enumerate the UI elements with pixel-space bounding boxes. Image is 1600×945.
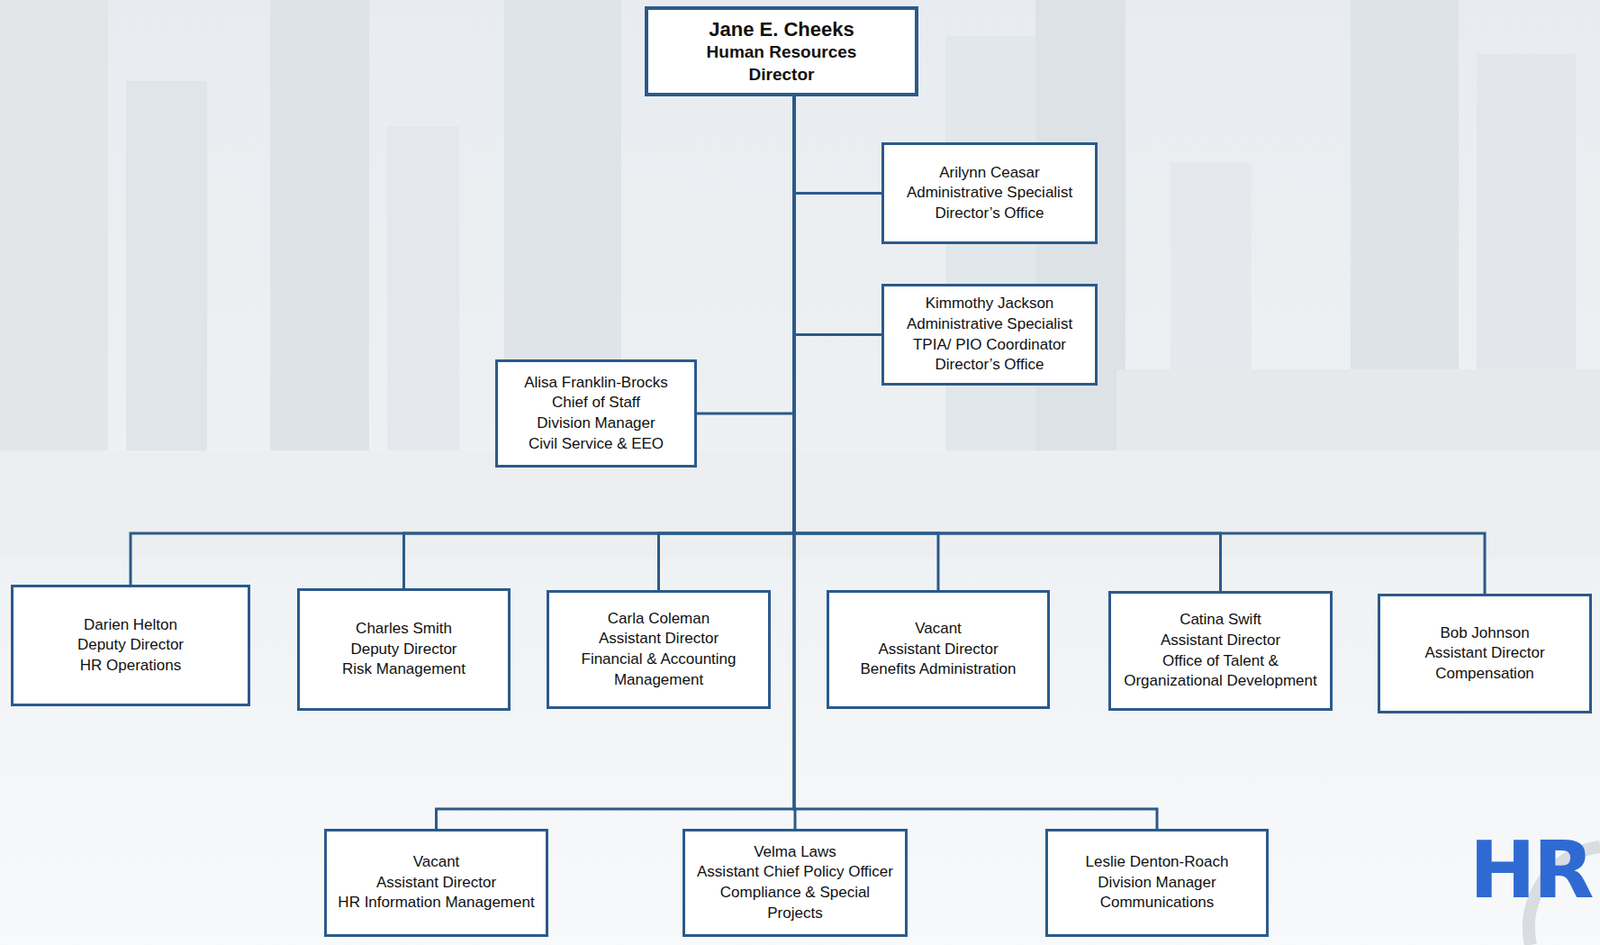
position-title: Division Manager (536, 413, 655, 434)
reporting-line (794, 96, 882, 335)
person-name: Velma Laws (753, 841, 837, 863)
position-box: Darien HeltonDeputy DirectorHR Operation… (10, 584, 251, 706)
position-title: Civil Service & EEO (528, 433, 664, 455)
position-title: Assistant Director (1424, 642, 1545, 664)
position-title: HR Information Management (337, 892, 534, 913)
position-title: Assistant Chief Policy Officer (696, 861, 894, 883)
position-box: Leslie Denton-RoachDivision ManagerCommu… (1045, 828, 1269, 937)
reporting-line (696, 96, 795, 414)
person-name: Leslie Denton-Roach (1085, 851, 1230, 873)
position-title: Human Resources Director (696, 41, 868, 86)
position-box: Kimmothy JacksonAdministrative Specialis… (881, 283, 1098, 386)
position-box: Alisa Franklin-BrocksChief of StaffDivis… (495, 359, 697, 468)
position-title: Deputy Director (350, 639, 457, 660)
position-box: Bob JohnsonAssistant DirectorCompensatio… (1377, 593, 1592, 714)
position-title: Director’s Office (935, 354, 1045, 376)
person-name: Vacant (413, 851, 461, 873)
reporting-line (436, 96, 796, 829)
position-box: Carla ColemanAssistant DirectorFinancial… (546, 589, 771, 709)
position-title: TPIA/ PIO Coordinator (912, 334, 1067, 356)
position-box: VacantAssistant DirectorHR Information M… (324, 828, 549, 937)
position-title: Assistant Director (376, 872, 497, 894)
position-title: Director’s Office (935, 203, 1045, 225)
position-box: Arilynn CeasarAdministrative SpecialistD… (881, 142, 1098, 245)
building (270, 0, 370, 505)
building (126, 81, 208, 478)
position-box: Charles SmithDeputy DirectorRisk Managem… (297, 587, 511, 711)
position-title: Compliance & Special Projects (694, 882, 896, 923)
person-name: Kimmothy Jackson (925, 293, 1055, 315)
position-title: Administrative Specialist (906, 182, 1073, 204)
position-title: Compensation (1435, 663, 1535, 685)
position-title: Communications (1100, 892, 1215, 913)
position-title: Division Manager (1097, 872, 1216, 894)
position-title: Financial & Accounting Management (558, 649, 760, 690)
position-box: Velma LawsAssistant Chief Policy Officer… (682, 828, 908, 937)
reporting-line (794, 96, 1158, 829)
reporting-line (794, 96, 1485, 594)
position-title: HR Operations (80, 655, 181, 677)
person-name: Arilynn Ceasar (939, 162, 1040, 184)
reporting-line (659, 96, 796, 590)
building (945, 36, 1045, 505)
person-name: Darien Helton (83, 614, 178, 636)
reporting-line (794, 96, 1221, 591)
reporting-line (794, 96, 882, 194)
position-box: Catina SwiftAssistant DirectorOffice of … (1108, 590, 1333, 711)
position-title: Deputy Director (77, 634, 184, 656)
position-title: Assistant Director (877, 639, 998, 660)
position-box: VacantAssistant DirectorBenefits Adminis… (826, 589, 1050, 709)
position-title: Assistant Director (1160, 630, 1281, 651)
position-title: Assistant Director (598, 628, 719, 650)
person-name: Bob Johnson (1439, 623, 1529, 644)
highway-band (0, 450, 1600, 559)
position-title: Risk Management (342, 659, 466, 680)
building (0, 0, 109, 469)
reporting-line (404, 96, 796, 588)
person-name: Charles Smith (355, 618, 452, 640)
person-name: Jane E. Cheeks (708, 17, 854, 43)
position-title: Administrative Specialist (906, 314, 1073, 335)
position-title: Office of Talent & Organizational Develo… (1120, 650, 1321, 692)
building (1035, 0, 1126, 505)
logo-text: HR (1469, 830, 1591, 910)
position-title: Chief of Staff (551, 392, 641, 414)
person-name: Vacant (914, 618, 962, 640)
person-name: Alisa Franklin-Brocks (524, 372, 669, 394)
reporting-line (130, 96, 795, 585)
person-name: Carla Coleman (607, 608, 710, 630)
director-box: Jane E. CheeksHuman Resources Director (644, 6, 919, 97)
person-name: Catina Swift (1179, 609, 1262, 631)
position-title: Benefits Administration (860, 659, 1017, 680)
building (387, 126, 460, 505)
